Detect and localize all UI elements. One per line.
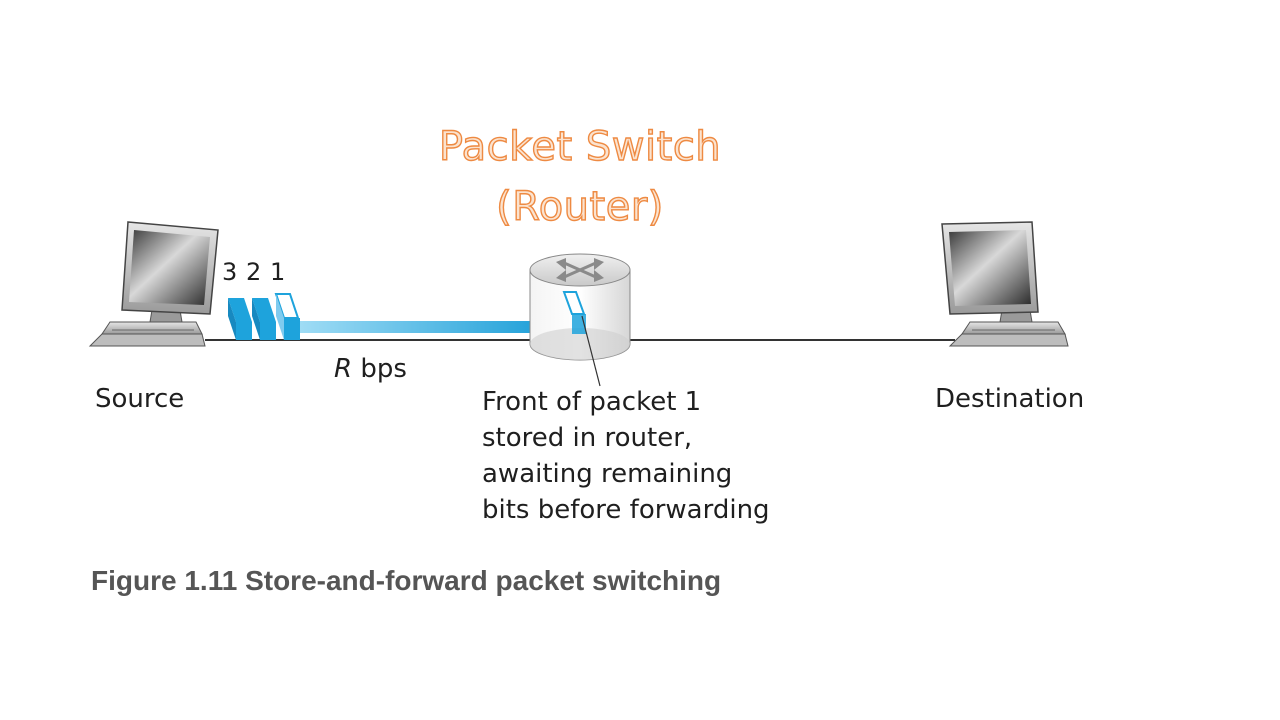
rate-symbol: R: [334, 354, 353, 384]
packet-3: [228, 298, 252, 340]
packet-number-2: 2: [246, 258, 262, 286]
packet-1: [274, 293, 300, 340]
figure-caption: Figure 1.11 Store-and-forward packet swi…: [91, 565, 722, 596]
router-note: Front of packet 1 stored in router, awai…: [482, 384, 770, 528]
source-computer-icon: [88, 221, 219, 347]
stored-packet-1: [562, 291, 601, 387]
annotation-pointer: [581, 315, 601, 387]
packet-2: [252, 298, 276, 340]
packet-number-1: 1: [270, 258, 286, 286]
note-line: bits before forwarding: [482, 495, 770, 525]
source-label: Source: [95, 384, 185, 414]
note-line: awaiting remaining: [482, 459, 733, 489]
destination-computer-icon: [941, 221, 1069, 347]
router-subtitle: (Router): [495, 183, 664, 230]
link-rate-label: R bps: [334, 354, 407, 384]
note-line: stored in router,: [482, 423, 693, 453]
destination-label: Destination: [935, 384, 1085, 414]
packet-number-3: 3: [222, 258, 238, 286]
rate-unit: bps: [352, 354, 407, 384]
router-title: Packet Switch: [438, 123, 722, 170]
note-line: Front of packet 1: [482, 387, 702, 417]
